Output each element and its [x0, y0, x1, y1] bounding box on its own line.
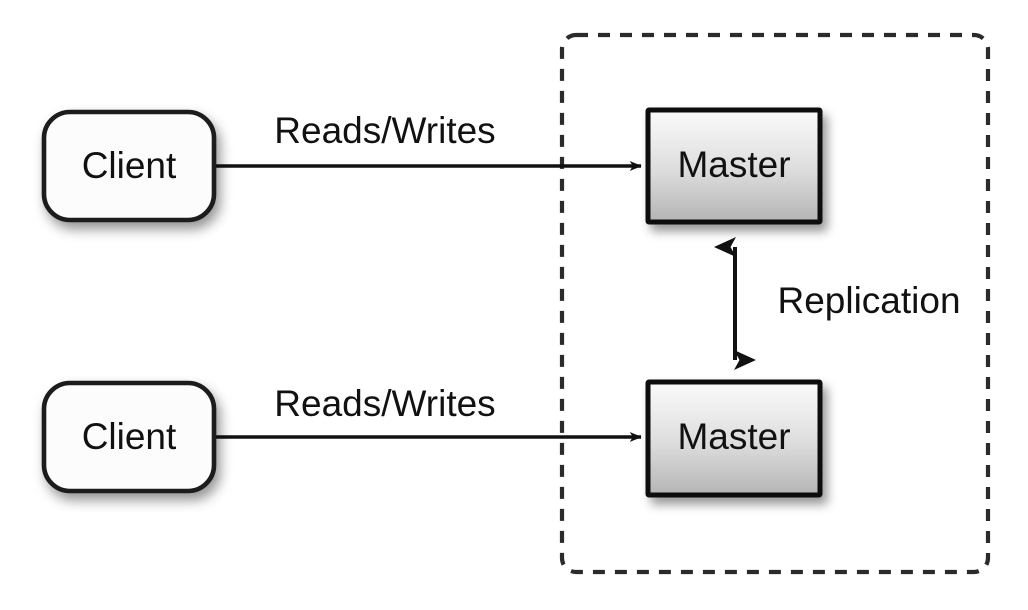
edge-label-reads-writes-top: Reads/Writes [274, 110, 495, 151]
node-client-top[interactable] [41, 109, 217, 223]
node-label-client-bottom: Client [82, 416, 177, 457]
edge-label-replication: Replication [777, 280, 960, 321]
node-label-client-top: Client [82, 145, 177, 186]
node-label-master-bottom: Master [677, 416, 790, 457]
edge-label-reads-writes-bottom: Reads/Writes [274, 383, 495, 424]
node-label-master-top: Master [677, 144, 790, 185]
node-master-top[interactable] [645, 107, 823, 225]
replication-boundary [559, 32, 991, 575]
node-client-bottom[interactable] [41, 380, 217, 494]
node-master-bottom[interactable] [645, 379, 823, 498]
